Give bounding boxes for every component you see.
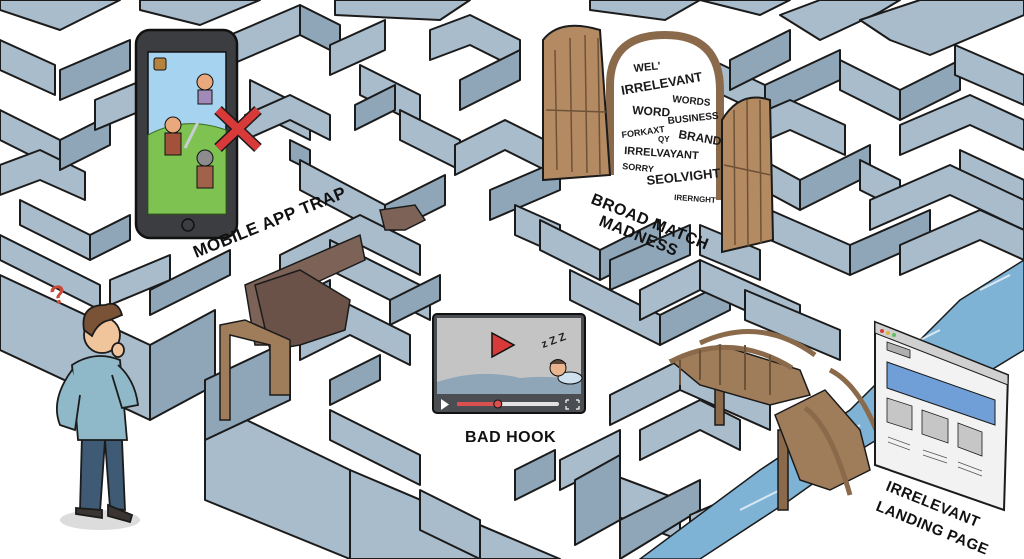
keyword: SORRY (622, 161, 655, 174)
red-x-icon (214, 106, 262, 152)
confused-man-icon: ? (47, 278, 140, 530)
keyword: QY (658, 135, 670, 144)
keyword: IRERNGHT (674, 193, 716, 205)
bad-hook-label: BAD HOOK (465, 429, 556, 446)
keyword: WEL' (633, 60, 662, 75)
player-controls (441, 399, 580, 410)
keyword: WORDS (672, 94, 712, 109)
fullscreen-icon[interactable] (565, 399, 580, 410)
question-mark: ? (47, 278, 69, 311)
play-button-icon[interactable] (441, 399, 449, 410)
open-door-icon (542, 24, 775, 254)
irrelevant-landing-page: IRRELEVANT LANDING PAGE (874, 320, 1010, 559)
play-big-icon (491, 331, 516, 359)
keyword: IRRELVAYANT (624, 145, 700, 162)
progress-fill (457, 402, 498, 406)
crumbled-wall-icon (219, 204, 427, 421)
keyword: WORD (632, 103, 671, 120)
video-player-icon: z Z Z (432, 313, 586, 414)
broken-bridge-icon (668, 328, 883, 511)
bad-hook: z Z Z BAD HOOK (432, 313, 586, 446)
keyword: BUSINESS (667, 111, 719, 127)
progress-handle[interactable] (493, 399, 503, 409)
browser-window-icon (874, 320, 1010, 512)
smartphone-game-icon (134, 28, 239, 240)
